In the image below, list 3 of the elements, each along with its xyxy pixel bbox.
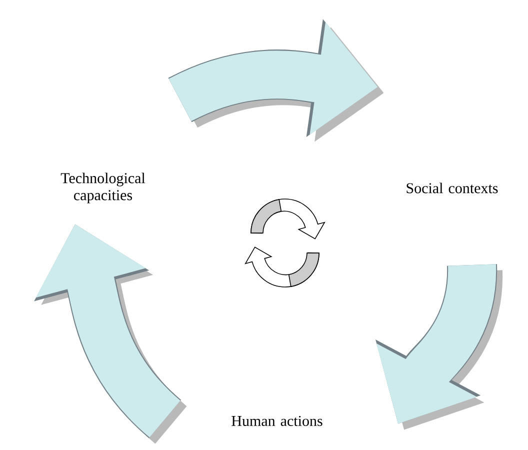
node-label: Social contexts [406,182,498,194]
node-label: Technological capacities [60,172,146,204]
node-label: Human actions [232,416,322,426]
